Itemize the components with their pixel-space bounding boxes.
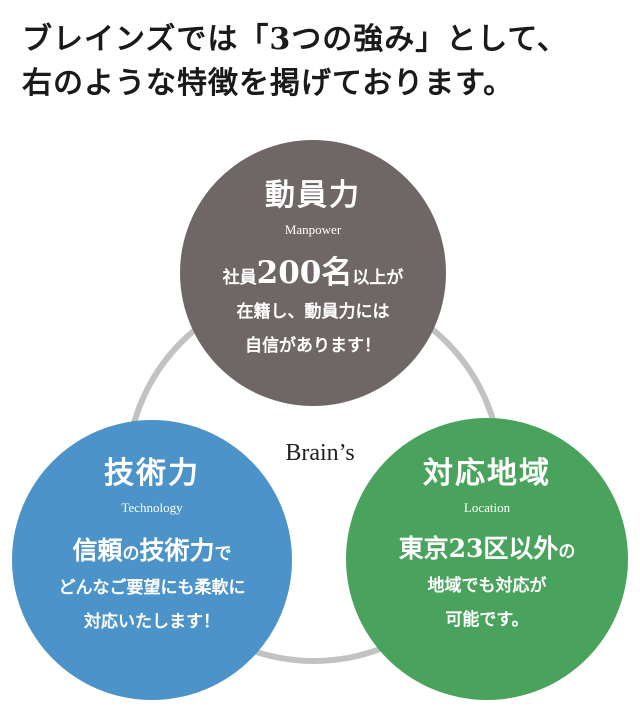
technology-circle: 技術力 Technology 信頼の技術力で どんなご要望にも柔軟に 対応いたし… [12,420,292,700]
location-body: 東京23区以外の 地域でも対応が 可能です。 [346,532,628,637]
center-label: Brain’s [285,440,355,466]
technology-line1-b: の [122,544,140,564]
location-subtitle: Location [463,500,511,515]
manpower-circle: 動員力 Manpower 社員200名以上が 在籍し、動員力には 自信があります… [180,140,446,406]
manpower-line3: 自信があります！ [245,336,381,356]
manpower-line2: 在籍し、動員力には [236,302,390,322]
manpower-subtitle: Manpower [284,222,342,237]
manpower-body: 社員200名以上が 在籍し、動員力には 自信があります！ [180,256,446,363]
technology-line1-a: 信頼 [72,536,123,565]
location-line1-post: の [558,542,576,562]
location-title: 対応地域 [423,456,551,491]
location-line1-big: 東京23区以外 [398,534,559,563]
location-line2: 地域でも対応が [427,576,547,596]
headline: ブレインズでは「3つの強み」として、 右のような特徴を掲げております。 [22,18,632,106]
headline-line-2: 右のような特徴を掲げております。 [22,66,515,101]
manpower-line1-pre: 社員 [222,268,257,288]
technology-subtitle: Technology [121,500,183,515]
technology-title: 技術力 [104,456,200,491]
location-circle: 対応地域 Location 東京23区以外の 地域でも対応が 可能です。 [346,418,628,700]
manpower-title: 動員力 [265,178,361,213]
technology-line1-d: で [214,544,232,564]
technology-body: 信頼の技術力で どんなご要望にも柔軟に 対応いたします！ [12,534,292,639]
manpower-line1-big: 200名 [256,255,353,291]
manpower-line1-post: 以上が [352,268,404,288]
technology-line2: どんなご要望にも柔軟に [58,578,246,598]
headline-line-1: ブレインズでは「3つの強み」として、 [22,22,568,57]
location-line3: 可能です。 [445,610,529,630]
technology-line1-c: 技術力 [139,536,215,565]
technology-line3: 対応いたします！ [84,612,220,632]
